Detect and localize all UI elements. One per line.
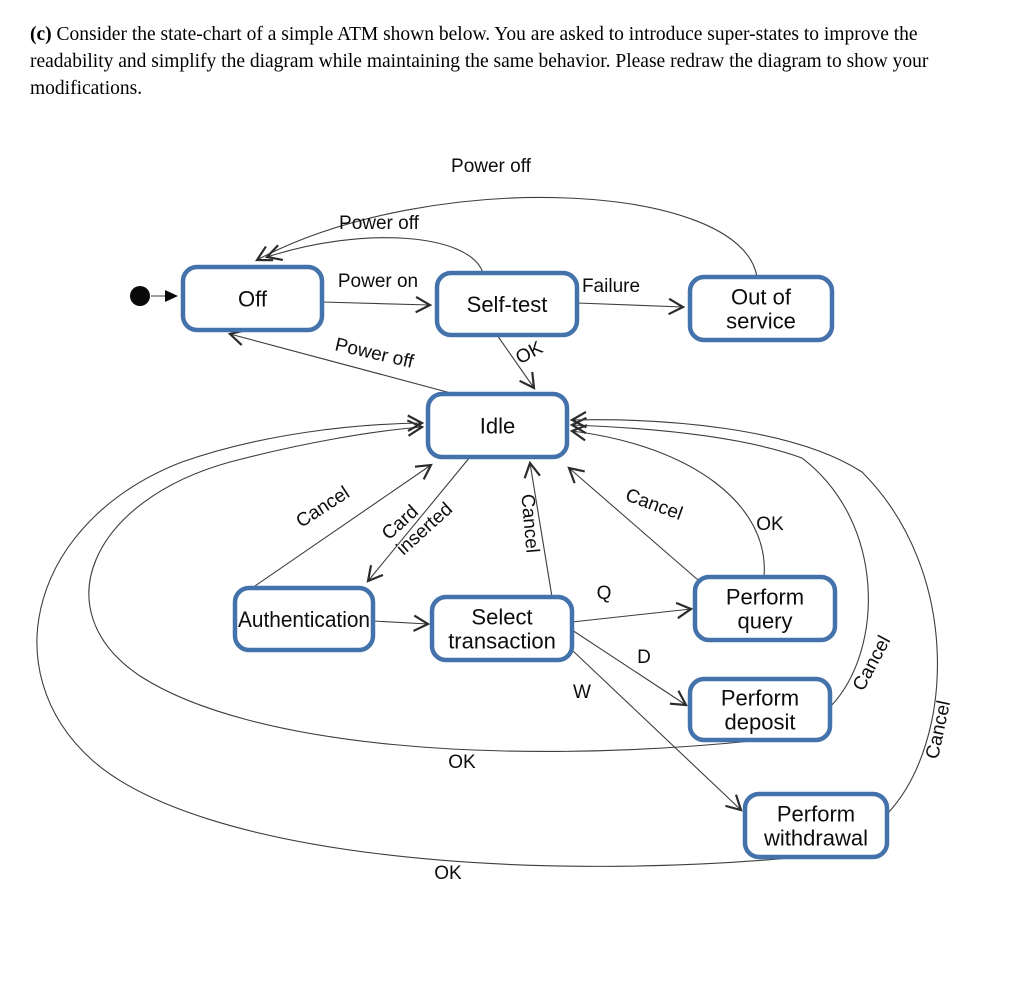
transition-label-perform-query-to-idle: Cancel bbox=[622, 485, 685, 525]
state-self-test: Self-test bbox=[434, 270, 580, 338]
transition-perform-query-to-idle bbox=[569, 424, 765, 578]
transition-self-test-to-out-of-service bbox=[576, 297, 686, 316]
transition-perform-deposit-to-idle bbox=[88, 419, 753, 753]
transition-perform-query-to-idle bbox=[567, 466, 699, 581]
transition-out-of-service-to-off bbox=[254, 197, 758, 278]
transition-label-perform-withdrawal-to-idle: Cancel bbox=[922, 699, 955, 761]
transition-idle-to-off bbox=[227, 329, 463, 397]
state-box-off bbox=[180, 264, 325, 333]
transition-label-perform-deposit-to-idle: Cancel bbox=[849, 632, 895, 694]
transition-select-transaction-to-perform-withdrawal bbox=[571, 649, 743, 812]
transition-select-transaction-to-idle bbox=[523, 460, 553, 598]
transition-perform-withdrawal-to-idle bbox=[36, 414, 791, 867]
state-box-self-test bbox=[434, 270, 580, 338]
state-box-perform-query bbox=[692, 574, 838, 643]
state-label-authentication: Authentication bbox=[238, 607, 370, 632]
state-label-self-test: Self-test bbox=[467, 292, 548, 317]
transition-label-perform-deposit-to-idle: OK bbox=[448, 752, 476, 773]
transition-self-test-to-idle bbox=[496, 334, 536, 390]
state-off: Off bbox=[180, 264, 325, 333]
state-box-idle bbox=[425, 391, 570, 460]
transition-authentication-to-select-transaction bbox=[372, 614, 431, 632]
transition-label-perform-query-to-idle: OK bbox=[756, 514, 784, 535]
transition-perform-withdrawal-to-idle bbox=[569, 411, 938, 814]
question-body: Consider the state-chart of a simple ATM… bbox=[30, 24, 929, 99]
state-box-perform-deposit bbox=[687, 676, 833, 743]
state-label-off: Off bbox=[238, 287, 268, 312]
question-part-label: (c) bbox=[30, 24, 52, 45]
state-label-idle: Idle bbox=[480, 414, 515, 439]
state-box-perform-withdrawal bbox=[742, 791, 890, 860]
state-box-select-transaction bbox=[429, 594, 575, 663]
transition-idle-to-authentication bbox=[366, 456, 471, 583]
transition-label-off-to-self-test: Power on bbox=[338, 271, 418, 292]
transition-self-test-to-off bbox=[264, 237, 484, 274]
transition-label-idle-to-authentication: Cardinserted bbox=[378, 483, 457, 560]
transition-label-select-transaction-to-perform-query: Q bbox=[597, 583, 612, 604]
transition-label-perform-withdrawal-to-idle: OK bbox=[434, 863, 462, 884]
initial-state-dot bbox=[130, 286, 150, 306]
transition-label-self-test-to-out-of-service: Failure bbox=[582, 276, 640, 297]
transition-select-transaction-to-perform-query bbox=[571, 601, 694, 623]
state-authentication: Authentication bbox=[232, 585, 376, 653]
transition-off-to-self-test bbox=[321, 295, 433, 314]
transition-label-out-of-service-to-off: Power off bbox=[451, 156, 532, 177]
state-idle: Idle bbox=[425, 391, 570, 460]
state-box-authentication bbox=[232, 585, 376, 653]
question-text: (c) Consider the state-chart of a simple… bbox=[30, 22, 996, 103]
state-box-out-of-service bbox=[687, 274, 835, 343]
transition-authentication-to-idle bbox=[251, 463, 433, 589]
transition-label-select-transaction-to-perform-withdrawal: W bbox=[573, 682, 591, 703]
transition-select-transaction-to-perform-deposit bbox=[571, 629, 688, 707]
transition-label-select-transaction-to-idle: Cancel bbox=[516, 493, 542, 554]
transition-label-self-test-to-off: Power off bbox=[339, 213, 420, 234]
transition-label-idle-to-off: Power off bbox=[333, 334, 416, 373]
transition-perform-deposit-to-idle bbox=[569, 416, 869, 707]
transition-label-select-transaction-to-perform-deposit: D bbox=[637, 647, 651, 668]
